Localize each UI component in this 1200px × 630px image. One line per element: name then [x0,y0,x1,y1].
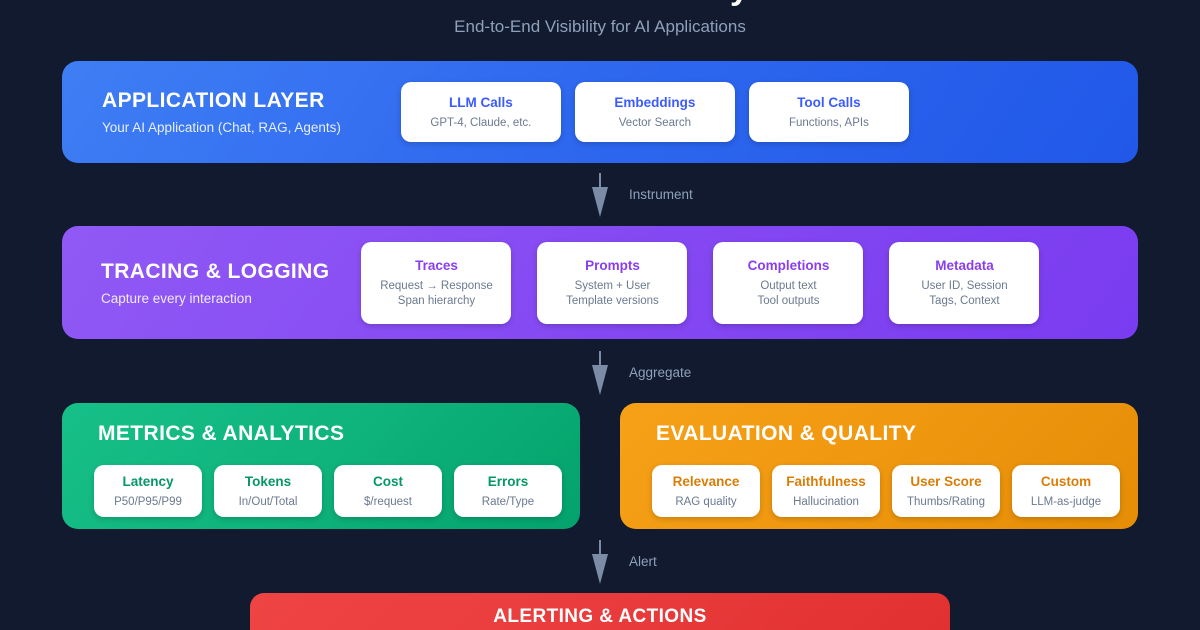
card-subtitle: RAG quality [675,495,737,508]
card-metadata[interactable]: Metadata User ID, Session Tags, Context [889,241,1040,324]
layer-evaluation-labels: EVALUATION & QUALITY [620,422,916,446]
card-prompts[interactable]: Prompts System + User Template versions [537,241,688,324]
card-user-score[interactable]: User Score Thumbs/Rating [892,465,1000,517]
card-subtitle: Functions, APIs [788,116,869,129]
connector-aggregate: Aggregate [589,351,691,395]
arrow-down-icon [589,351,611,395]
arrow-down-icon [589,540,611,584]
card-subtitle-line1: System + User [574,279,651,292]
card-completions[interactable]: Completions Output text Tool outputs [713,241,864,324]
card-title: Metadata [935,257,994,273]
card-tool-calls[interactable]: Tool Calls Functions, APIs [748,82,909,142]
card-subtitle-line2: Tool outputs [757,294,820,307]
arrow-down-icon [589,173,611,217]
card-subtitle: P50/P95/P99 [114,495,182,508]
card-title: Faithfulness [786,473,866,489]
layer-tracing[interactable]: TRACING & LOGGING Capture every interact… [62,226,1138,339]
layer-application-subtitle: Your AI Application (Chat, RAG, Agents) [102,120,341,135]
card-subtitle: Vector Search [618,116,691,129]
card-title: Custom [1040,473,1092,489]
layer-metrics[interactable]: METRICS & ANALYTICS Latency P50/P95/P99 … [62,403,580,529]
card-subtitle-line1: Request → Response [380,279,493,292]
layer-evaluation-cards: Relevance RAG quality Faithfulness Hallu… [652,465,1120,517]
card-subtitle: Rate/Type [481,495,535,508]
card-title: LLM Calls [449,94,513,110]
page-subtitle: End-to-End Visibility for AI Application… [454,17,746,36]
layer-tracing-subtitle: Capture every interaction [101,290,252,306]
layer-metrics-labels: METRICS & ANALYTICS [62,422,344,446]
card-embeddings[interactable]: Embeddings Vector Search [574,82,735,142]
card-title: Latency [122,473,174,489]
card-title: User Score [910,473,982,489]
connector-aggregate-label: Aggregate [629,365,692,380]
diagram-header: LLM Observability End-to-End Visibility … [0,0,1200,38]
layer-tracing-title: TRACING & LOGGING [101,259,330,283]
card-title: Tool Calls [797,94,861,110]
connector-alert-label: Alert [629,554,657,569]
card-title: Prompts [585,257,640,273]
card-latency[interactable]: Latency P50/P95/P99 [94,465,202,517]
card-tokens[interactable]: Tokens In/Out/Total [214,465,322,517]
card-title: Traces [415,257,458,273]
layer-application-title: APPLICATION LAYER [102,89,325,112]
layer-application-labels: APPLICATION LAYER Your AI Application (C… [62,89,341,135]
layer-evaluation-title: EVALUATION & QUALITY [656,422,917,445]
card-subtitle: In/Out/Total [238,495,298,508]
card-subtitle: Thumbs/Rating [907,495,985,508]
card-faithfulness[interactable]: Faithfulness Hallucination [772,465,880,517]
card-subtitle: GPT-4, Claude, etc. [430,116,532,129]
card-subtitle: $/request [364,495,412,508]
card-title: Cost [373,473,403,489]
card-errors[interactable]: Errors Rate/Type [454,465,562,517]
layer-metrics-cards: Latency P50/P95/P99 Tokens In/Out/Total … [94,465,562,517]
connector-instrument-label: Instrument [629,187,693,202]
card-subtitle-line2: Template versions [566,294,659,307]
card-traces[interactable]: Traces Request → Response Span hierarchy [361,241,512,324]
connector-instrument: Instrument [589,173,693,217]
card-cost[interactable]: Cost $/request [334,465,442,517]
page-title: LLM Observability [0,0,1200,10]
layer-alerting[interactable]: ALERTING & ACTIONS [250,593,950,630]
card-title: Tokens [244,473,292,489]
layer-application[interactable]: APPLICATION LAYER Your AI Application (C… [62,61,1138,163]
layer-evaluation[interactable]: EVALUATION & QUALITY Relevance RAG quali… [620,403,1138,529]
card-title: Completions [747,257,830,273]
connector-alert: Alert [589,540,657,584]
card-llm-calls[interactable]: LLM Calls GPT-4, Claude, etc. [400,82,561,142]
layer-metrics-title: METRICS & ANALYTICS [98,422,345,445]
card-title: Errors [487,473,529,489]
card-title: Embeddings [614,94,696,110]
card-title: Relevance [672,473,740,489]
layer-tracing-labels: TRACING & LOGGING Capture every interact… [62,260,329,306]
card-subtitle: LLM-as-judge [1030,495,1102,508]
card-relevance[interactable]: Relevance RAG quality [652,465,760,517]
card-subtitle-line2: Tags, Context [929,294,1000,307]
card-subtitle-line1: Output text [760,279,817,292]
card-custom[interactable]: Custom LLM-as-judge [1012,465,1120,517]
layer-application-cards: LLM Calls GPT-4, Claude, etc. Embeddings… [400,82,909,142]
card-subtitle-line1: User ID, Session [921,279,1008,292]
card-subtitle-line2: Span hierarchy [397,294,476,307]
layer-alerting-title: ALERTING & ACTIONS [493,606,707,627]
layer-tracing-cards: Traces Request → Response Span hierarchy… [361,241,1040,324]
card-subtitle: Hallucination [793,495,859,508]
